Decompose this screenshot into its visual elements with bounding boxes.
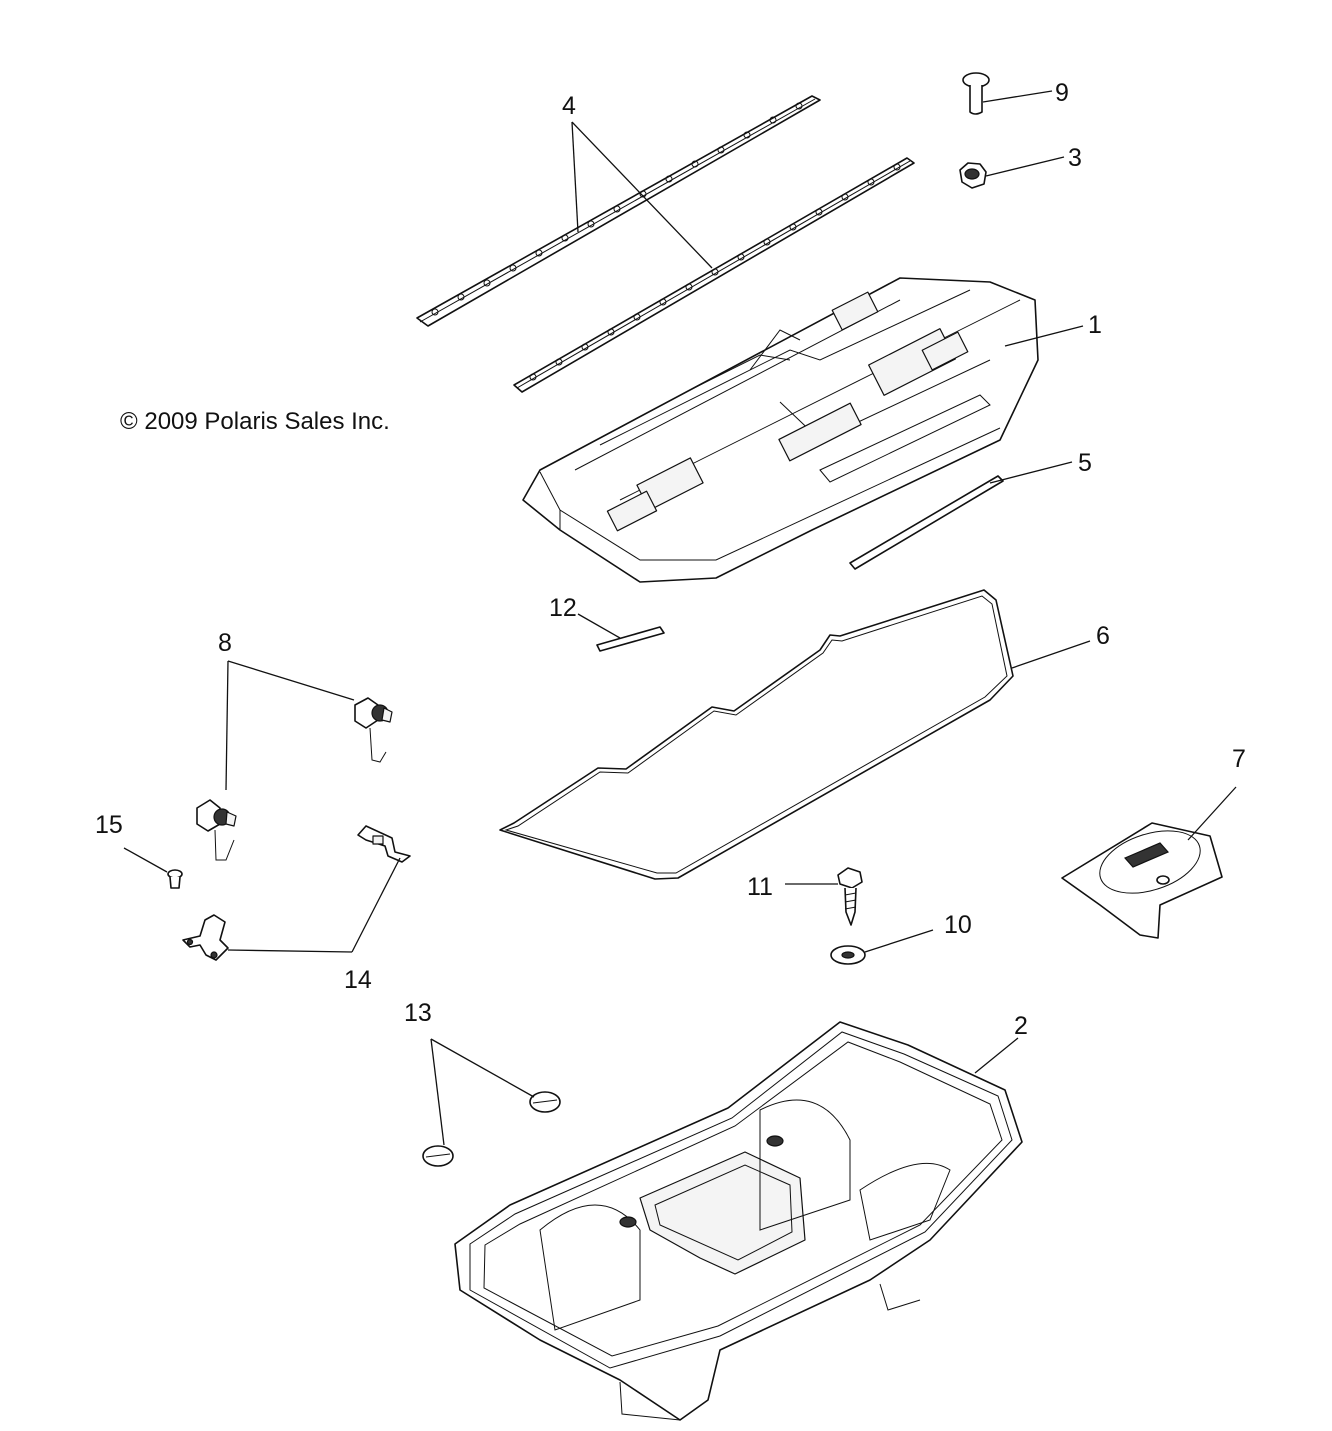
- leader-14: [227, 857, 401, 953]
- callout-9: 9: [1055, 79, 1069, 107]
- part-14-bracket-upper: [357, 825, 411, 863]
- part-2-storage-bin: [454, 1021, 1023, 1421]
- part-14-bracket-lower: [182, 914, 229, 961]
- part-6-seal: [499, 589, 1091, 880]
- callout-6: 6: [1096, 622, 1110, 650]
- part-1-storage-tray: [522, 277, 1084, 583]
- part-11-screw: [785, 867, 863, 926]
- callout-5: 5: [1078, 449, 1092, 477]
- callout-11: 11: [747, 873, 773, 901]
- callout-7: 7: [1232, 745, 1246, 773]
- part-8-latch-upper: [354, 697, 393, 763]
- part-9-bolt: [962, 72, 1053, 115]
- callout-4: 4: [562, 92, 576, 120]
- callout-1: 1: [1088, 311, 1102, 339]
- callout-8: 8: [218, 629, 232, 657]
- part-13-plug-upper: [529, 1091, 561, 1113]
- callout-15: 15: [95, 811, 123, 839]
- part-15-screw: [123, 847, 183, 889]
- callout-13: 13: [404, 999, 432, 1027]
- leader-13: [430, 1038, 535, 1146]
- callout-12: 12: [549, 594, 577, 622]
- part-5-strip: [849, 461, 1073, 570]
- part-7-cover-plate: [1061, 786, 1237, 939]
- part-4-rail-upper: [416, 95, 821, 327]
- callout-10: 10: [944, 911, 972, 939]
- leader-4: [571, 121, 713, 269]
- callout-14: 14: [344, 966, 372, 994]
- copyright-text: © 2009 Polaris Sales Inc.: [120, 408, 390, 435]
- part-13-plug-lower: [422, 1145, 454, 1167]
- callout-3: 3: [1068, 144, 1082, 172]
- part-4-rail-lower: [513, 157, 915, 393]
- part-10-washer: [830, 929, 934, 965]
- part-12-pin: [577, 613, 665, 652]
- part-3-nut: [959, 156, 1065, 189]
- leader-8: [225, 660, 355, 791]
- part-8-latch-lower: [196, 799, 237, 861]
- callout-2: 2: [1014, 1012, 1028, 1040]
